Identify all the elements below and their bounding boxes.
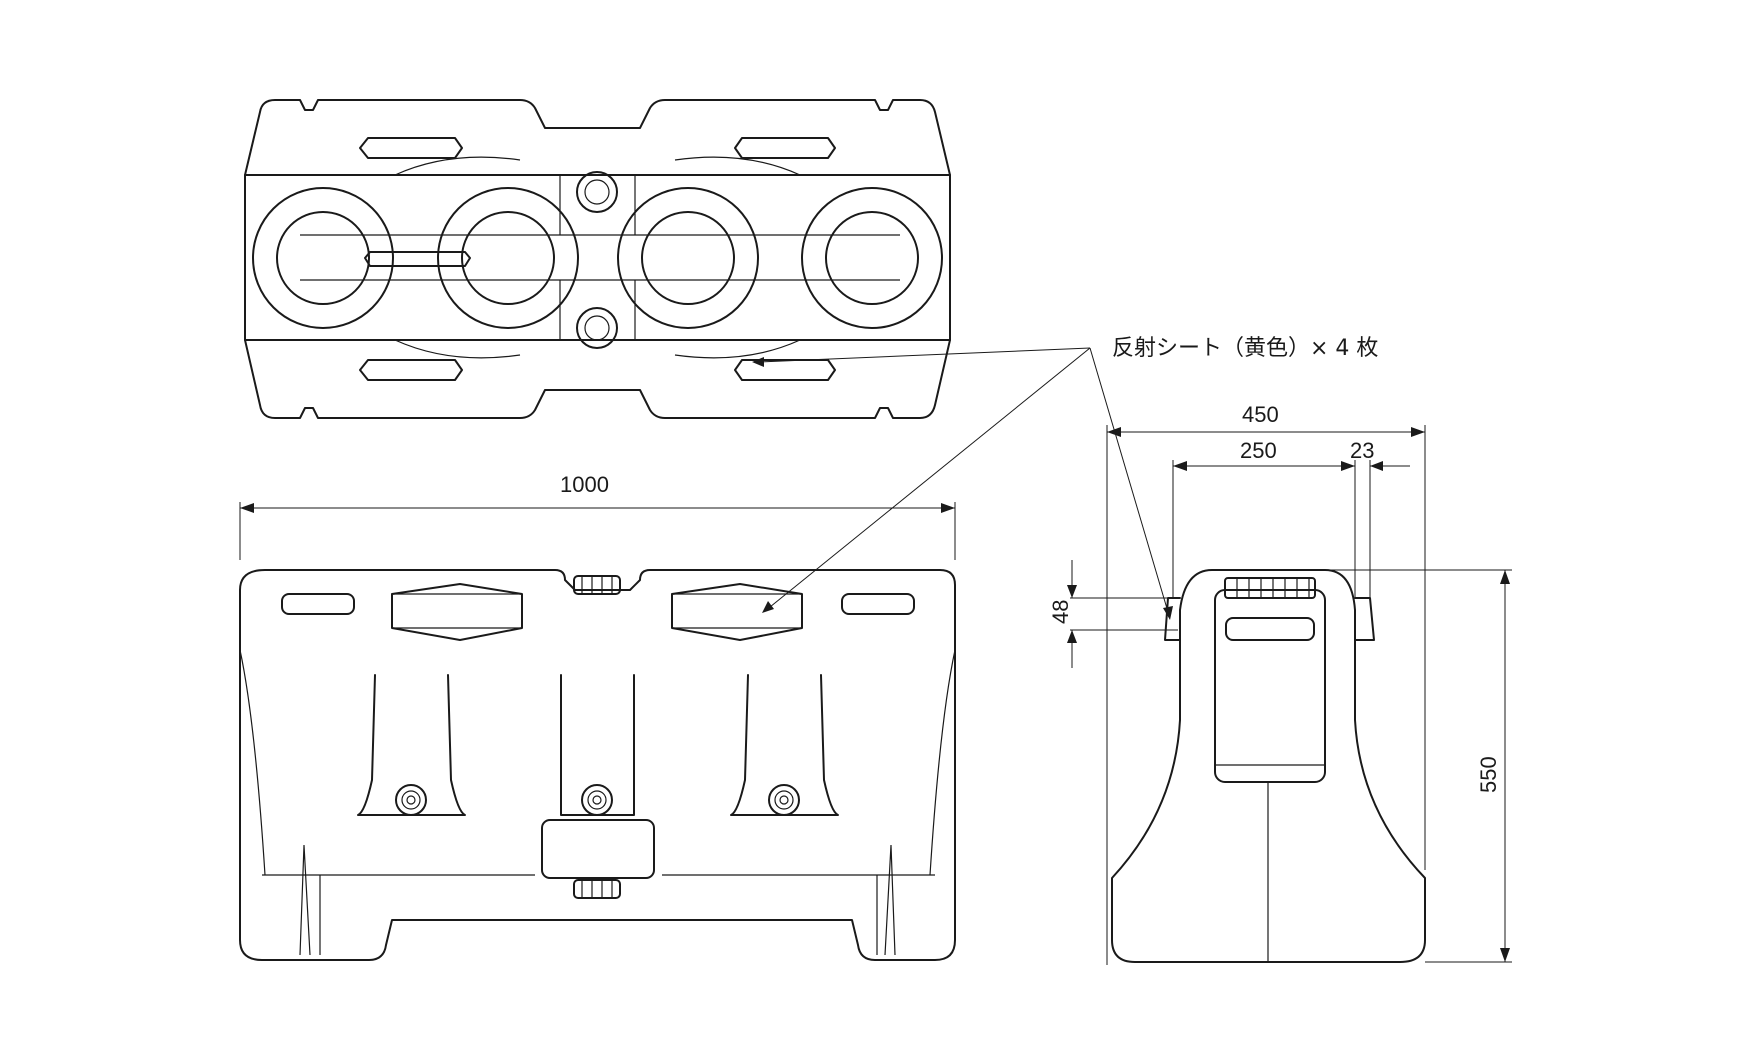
dim-width-total: 1000 (560, 472, 609, 497)
dim-height: 550 (1476, 756, 1501, 793)
dim-depth-inner: 250 (1240, 438, 1277, 463)
reflector-callout: 反射シート（黄色）× 4 枚 (752, 336, 1378, 620)
top-view (244, 99, 951, 419)
reflector-sheet-label: 反射シート（黄色）× 4 枚 (1112, 336, 1378, 361)
dim-depth-total: 450 (1242, 402, 1279, 427)
dim-cap-height: 48 (1048, 600, 1073, 624)
side-view (1111, 569, 1426, 963)
dim-offset: 23 (1350, 438, 1374, 463)
dimensions: 1000 450 250 23 48 550 (239, 402, 1512, 965)
front-view (239, 569, 956, 961)
